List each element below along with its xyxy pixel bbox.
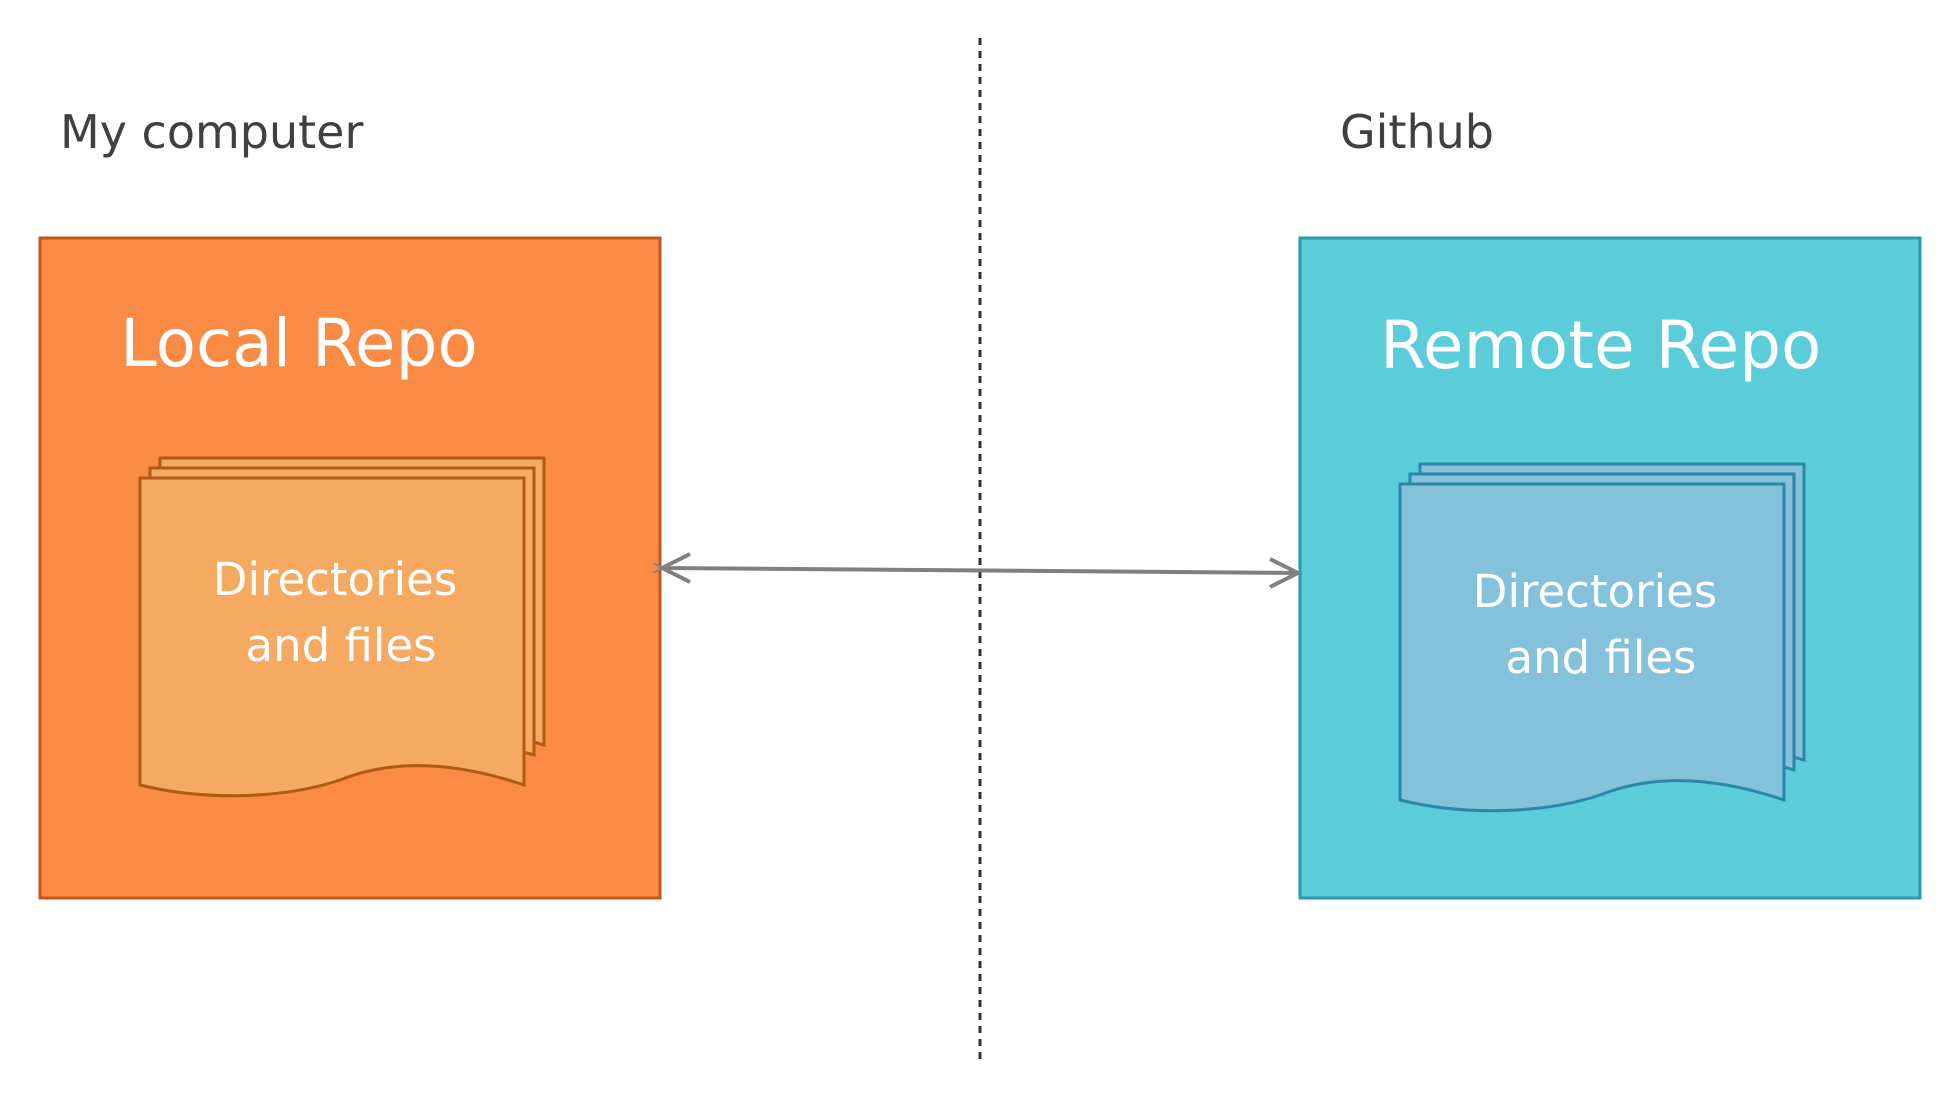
arrowhead-right	[1269, 557, 1300, 589]
sync-connector-arrow	[662, 568, 1298, 573]
local-repo-box: Local Repo Directories and files	[38, 236, 662, 900]
arrowhead-left	[660, 552, 691, 584]
local-repo-title: Local Repo	[120, 305, 478, 382]
remote-repo-title: Remote Repo	[1380, 307, 1821, 384]
my-computer-label: My computer	[60, 105, 363, 159]
remote-doc-line1: Directories	[1473, 565, 1717, 618]
remote-repo-box: Remote Repo Directories and files	[1298, 236, 1922, 900]
remote-documents-icon: Directories and files	[1398, 462, 1806, 813]
local-doc-line2: and files	[246, 619, 437, 672]
github-label: Github	[1340, 105, 1494, 159]
remote-doc-line2: and files	[1506, 631, 1697, 684]
local-doc-line1: Directories	[213, 553, 457, 606]
local-documents-icon: Directories and files	[138, 456, 546, 798]
